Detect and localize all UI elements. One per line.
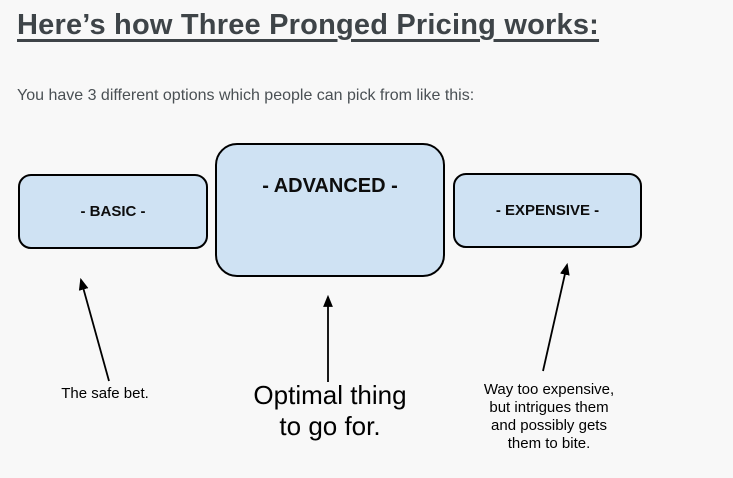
pricing-box-advanced-label: - ADVANCED - bbox=[262, 175, 398, 197]
note-expensive: Way too expensive, but intrigues them an… bbox=[483, 381, 615, 452]
arrow-to-basic-icon bbox=[78, 277, 110, 382]
pricing-box-expensive: - EXPENSIVE - bbox=[453, 173, 642, 248]
page-title: Here’s how Three Pronged Pricing works: bbox=[17, 9, 600, 41]
note-advanced: Optimal thing to go for. bbox=[253, 380, 407, 441]
pricing-box-advanced: - ADVANCED - bbox=[215, 143, 445, 277]
page-subtitle: You have 3 different options which peopl… bbox=[17, 87, 475, 104]
pricing-box-basic: - BASIC - bbox=[18, 174, 208, 249]
pricing-box-basic-label: - BASIC - bbox=[80, 203, 146, 220]
pricing-box-expensive-label: - EXPENSIVE - bbox=[495, 202, 600, 219]
arrow-to-expensive-icon bbox=[542, 262, 570, 372]
note-basic: The safe bet. bbox=[61, 385, 149, 402]
